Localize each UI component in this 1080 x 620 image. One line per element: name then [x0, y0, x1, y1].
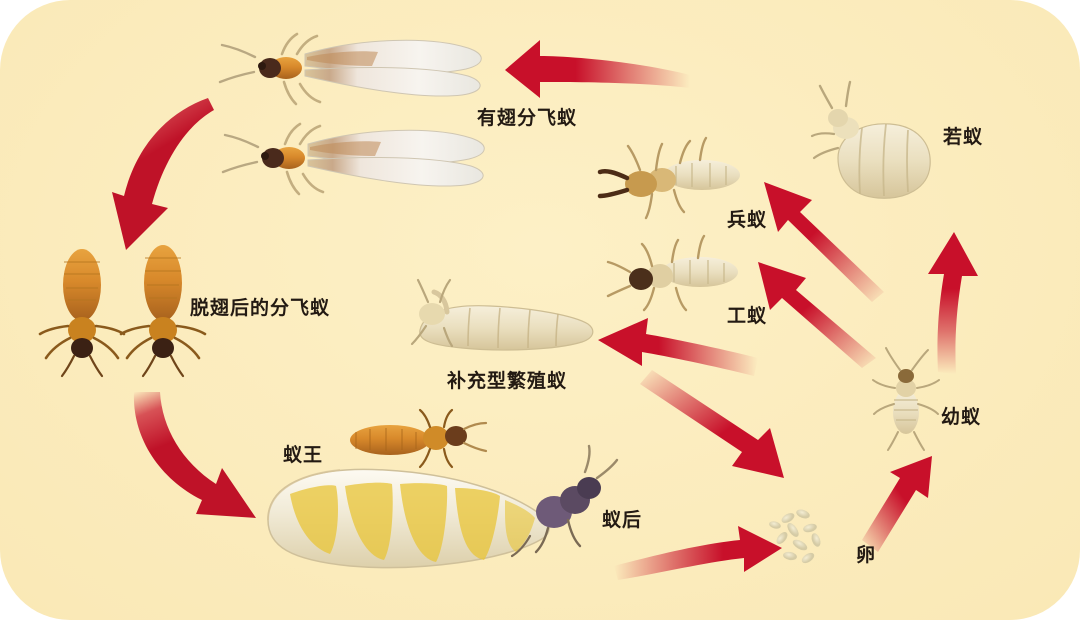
- label-worker: 工蚁: [727, 305, 768, 327]
- illustration-dealate-2: [119, 245, 207, 378]
- label-queen: 蚁后: [602, 509, 643, 531]
- illustration-eggs: [769, 509, 821, 564]
- illustration-king: [350, 408, 488, 469]
- illustration-larva: [872, 347, 940, 451]
- illustration-nymph: [810, 80, 931, 199]
- illustration-supplementary-reproductive: [410, 278, 594, 351]
- label-nymph: 若蚁: [943, 126, 984, 148]
- label-king: 蚁王: [283, 444, 324, 466]
- label-larva: 幼蚁: [941, 406, 982, 428]
- label-dealate: 脱翅后的分飞蚁: [190, 297, 331, 319]
- illustration-soldier: [597, 136, 740, 220]
- label-eggs: 卵: [856, 544, 877, 566]
- illustration-worker: [606, 234, 738, 312]
- illustration-alate-2: [221, 122, 485, 196]
- illustration-queen: [267, 444, 619, 569]
- illustration-dealate-1: [38, 249, 126, 378]
- illustration-alate-1: [218, 32, 482, 106]
- label-soldier: 兵蚁: [727, 209, 768, 231]
- label-supplementary-reproductive: 补充型繁殖蚁: [447, 370, 568, 392]
- label-alate: 有翅分飞蚁: [477, 107, 578, 129]
